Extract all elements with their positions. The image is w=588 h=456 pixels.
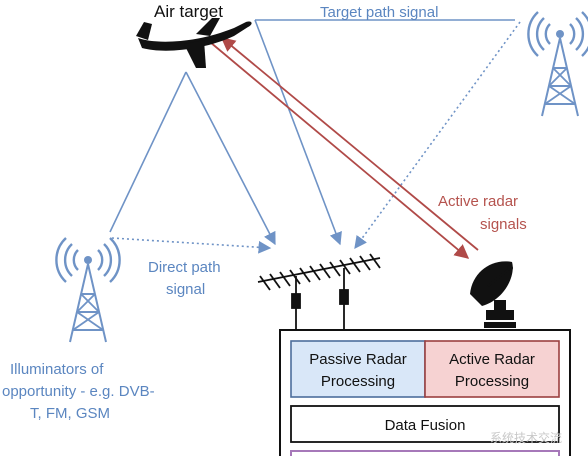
direct-path-dotted (111, 237, 272, 254)
data-fusion-box (290, 405, 560, 443)
aircraft-icon (136, 18, 252, 68)
left-tower-to-aircraft (109, 71, 187, 233)
bottom-box-edge (290, 450, 560, 456)
active-box-label-1: Active Radar (449, 351, 535, 368)
active-radar-label-1: Active radar (438, 193, 518, 210)
left-tower-icon (55, 237, 121, 343)
active-radar-box (424, 340, 560, 398)
signal-lines (109, 19, 521, 259)
radar-dish-icon (470, 261, 516, 328)
antenna-array-icon (257, 253, 381, 330)
right-tower-direct-dotted (354, 21, 521, 250)
active-radar-label-2: signals (480, 216, 527, 233)
direct-path-label-1: Direct path (148, 259, 221, 276)
right-tower-icon (527, 11, 588, 117)
aircraft-to-antenna-2 (185, 71, 276, 246)
illuminators-label-3: T, FM, GSM (30, 405, 110, 422)
passive-box-label-2: Processing (321, 373, 395, 390)
active-radar-line-2 (220, 37, 479, 251)
active-radar-line-1 (209, 41, 470, 259)
air-target-label: Air target (154, 2, 223, 21)
aircraft-to-antenna-1 (254, 19, 342, 246)
illuminators-label-2: opportunity - e.g. DVB- (2, 383, 155, 400)
text-labels: Air target Target path signal Active rad… (2, 2, 562, 445)
watermark-text: 系统技术交流 (490, 430, 562, 445)
active-box-label-2: Processing (455, 373, 529, 390)
passive-box-label-1: Passive Radar (309, 351, 407, 368)
target-path-label: Target path signal (320, 4, 438, 21)
illuminators-label-1: Illuminators of (10, 361, 104, 378)
data-fusion-label: Data Fusion (385, 417, 466, 434)
direct-path-label-2: signal (166, 281, 205, 298)
processing-enclosure (279, 329, 571, 456)
